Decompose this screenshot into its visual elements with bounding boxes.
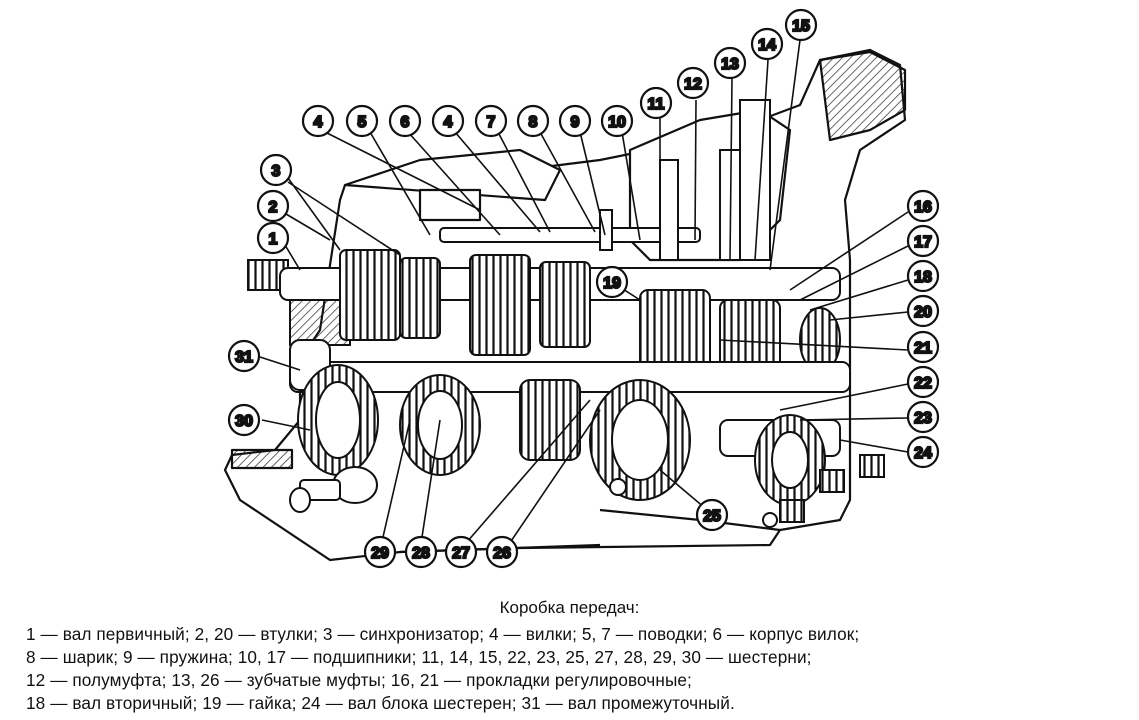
leader-lines bbox=[259, 39, 909, 551]
svg-text:4: 4 bbox=[444, 114, 453, 131]
caption-line-3: 12 — полумуфта; 13, 26 — зубчатые муфты;… bbox=[26, 670, 692, 690]
callout-6: 6 bbox=[388, 104, 422, 138]
caption-line-4: 18 — вал вторичный; 19 — гайка; 24 — вал… bbox=[26, 693, 735, 713]
svg-text:18: 18 bbox=[914, 269, 932, 286]
callout-25: 25 bbox=[695, 498, 729, 532]
svg-text:3: 3 bbox=[272, 163, 281, 180]
upper-shaft bbox=[247, 249, 841, 391]
svg-text:15: 15 bbox=[792, 18, 810, 35]
callout-14: 14 bbox=[750, 27, 784, 61]
callout-19: 19 bbox=[595, 265, 629, 299]
svg-text:27: 27 bbox=[452, 545, 470, 562]
callout-7: 7 bbox=[474, 104, 508, 138]
svg-text:11: 11 bbox=[648, 96, 665, 113]
callout-17: 17 bbox=[906, 224, 940, 258]
callout-26: 26 bbox=[485, 535, 519, 569]
svg-text:12: 12 bbox=[684, 76, 702, 93]
svg-text:21: 21 bbox=[914, 340, 932, 357]
svg-text:8: 8 bbox=[529, 114, 538, 131]
callout-21: 21 bbox=[906, 330, 940, 364]
svg-text:30: 30 bbox=[235, 413, 253, 430]
callouts: 1 2 3 4 5 6 4 7 8 9 10 11 12 13 14 15 16… bbox=[227, 8, 940, 569]
callout-9: 9 bbox=[558, 104, 592, 138]
caption-line-2: 8 — шарик; 9 — пружина; 10, 17 — подшипн… bbox=[26, 647, 812, 667]
svg-text:4: 4 bbox=[314, 114, 323, 131]
callout-30: 30 bbox=[227, 403, 261, 437]
svg-text:19: 19 bbox=[603, 275, 621, 292]
gearbox-diagram: 1 2 3 4 5 6 4 7 8 9 10 11 12 13 14 15 16… bbox=[223, 8, 940, 569]
callout-31: 31 bbox=[227, 339, 261, 373]
svg-text:7: 7 bbox=[487, 114, 496, 131]
callout-15: 15 bbox=[784, 8, 818, 42]
svg-text:17: 17 bbox=[914, 234, 932, 251]
callout-4b: 4 bbox=[431, 104, 465, 138]
callout-24: 24 bbox=[906, 435, 940, 469]
callout-27: 27 bbox=[444, 535, 478, 569]
callout-23: 23 bbox=[906, 400, 940, 434]
callout-22: 22 bbox=[906, 365, 940, 399]
callout-12: 12 bbox=[676, 66, 710, 100]
callout-29: 29 bbox=[363, 535, 397, 569]
callout-8: 8 bbox=[516, 104, 550, 138]
callout-5: 5 bbox=[345, 104, 379, 138]
callout-16: 16 bbox=[906, 189, 940, 223]
svg-text:13: 13 bbox=[721, 56, 739, 73]
svg-text:26: 26 bbox=[493, 545, 511, 562]
callout-1: 1 bbox=[256, 221, 290, 255]
svg-text:2: 2 bbox=[269, 199, 278, 216]
svg-text:29: 29 bbox=[371, 545, 389, 562]
callout-10: 10 bbox=[600, 104, 634, 138]
svg-text:28: 28 bbox=[412, 545, 430, 562]
svg-text:5: 5 bbox=[358, 114, 367, 131]
callout-20: 20 bbox=[906, 294, 940, 328]
svg-text:24: 24 bbox=[914, 445, 932, 462]
svg-text:20: 20 bbox=[914, 304, 932, 321]
svg-text:25: 25 bbox=[703, 508, 721, 525]
caption-line-1: 1 — вал первичный; 2, 20 — втулки; 3 — с… bbox=[26, 624, 860, 644]
svg-text:14: 14 bbox=[758, 37, 776, 54]
svg-text:9: 9 bbox=[571, 114, 580, 131]
drain-plug bbox=[289, 454, 885, 528]
fork-rods bbox=[439, 99, 771, 261]
svg-text:16: 16 bbox=[914, 199, 932, 216]
callout-2: 2 bbox=[256, 189, 290, 223]
callout-4a: 4 bbox=[301, 104, 335, 138]
callout-13: 13 bbox=[713, 46, 747, 80]
svg-text:6: 6 bbox=[401, 114, 410, 131]
callout-3: 3 bbox=[259, 153, 293, 187]
svg-text:23: 23 bbox=[914, 410, 932, 427]
svg-text:10: 10 bbox=[608, 114, 626, 131]
svg-text:1: 1 bbox=[269, 231, 278, 248]
caption-title: Коробка передач: bbox=[499, 598, 640, 617]
svg-text:31: 31 bbox=[235, 349, 253, 366]
caption: Коробка передач: 1 — вал первичный; 2, 2… bbox=[0, 592, 1139, 720]
callout-28: 28 bbox=[404, 535, 438, 569]
callout-18: 18 bbox=[906, 259, 940, 293]
svg-text:22: 22 bbox=[914, 375, 932, 392]
callout-11: 11 bbox=[639, 86, 673, 120]
